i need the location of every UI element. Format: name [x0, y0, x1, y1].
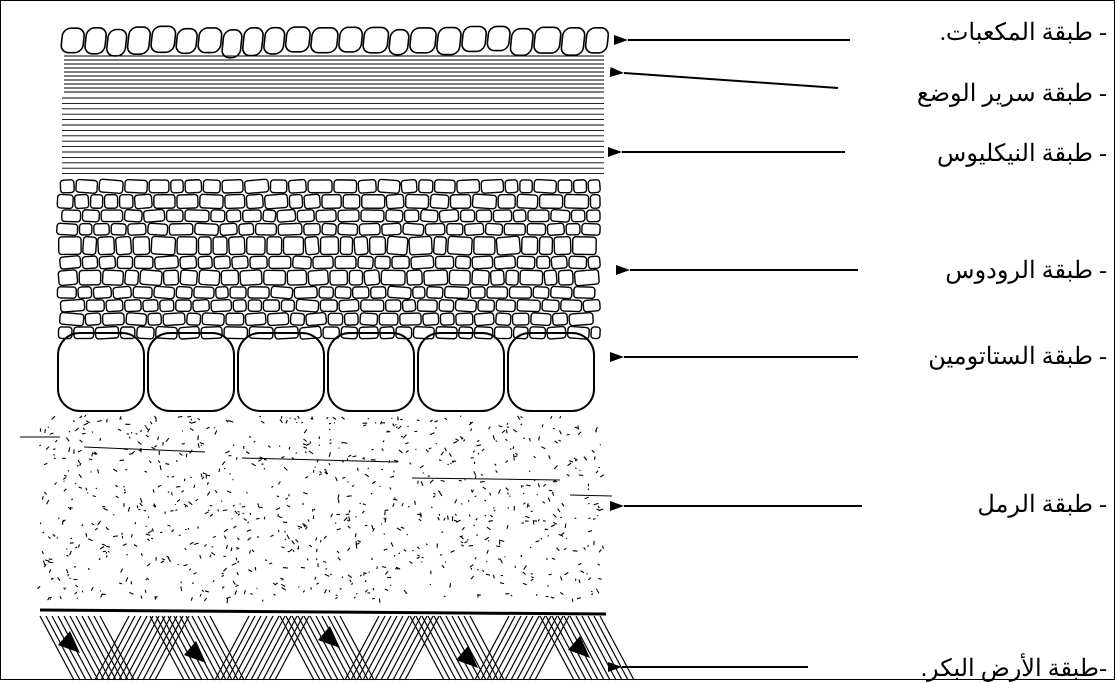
arrow-bedding: [624, 73, 838, 88]
nucleus-layer-drawing: [62, 98, 604, 174]
label-subgrade-layer: -طبقة الأرض البكر.: [921, 654, 1107, 683]
rudus-layer-drawing: [57, 179, 601, 339]
label-cubes-layer: - طبقة المكعبات.: [940, 18, 1107, 47]
label-rudus-layer: - طبقة الرودوس: [945, 256, 1107, 285]
label-nucleus-layer: - طبقة النيكليوس: [937, 139, 1107, 168]
label-sand-layer: - طبقة الرمل: [977, 490, 1107, 519]
subgrade-layer-drawing: [40, 610, 634, 680]
cubes-layer-drawing: [60, 26, 609, 57]
statumen-layer-drawing: [58, 333, 594, 411]
bedding-layer-drawing: [64, 56, 604, 92]
label-statumen-layer: - طبقة الستاتومين: [928, 342, 1107, 371]
sand-layer-drawing: [20, 415, 612, 603]
label-bedding-layer: - طبقة سرير الوضع: [917, 79, 1107, 108]
